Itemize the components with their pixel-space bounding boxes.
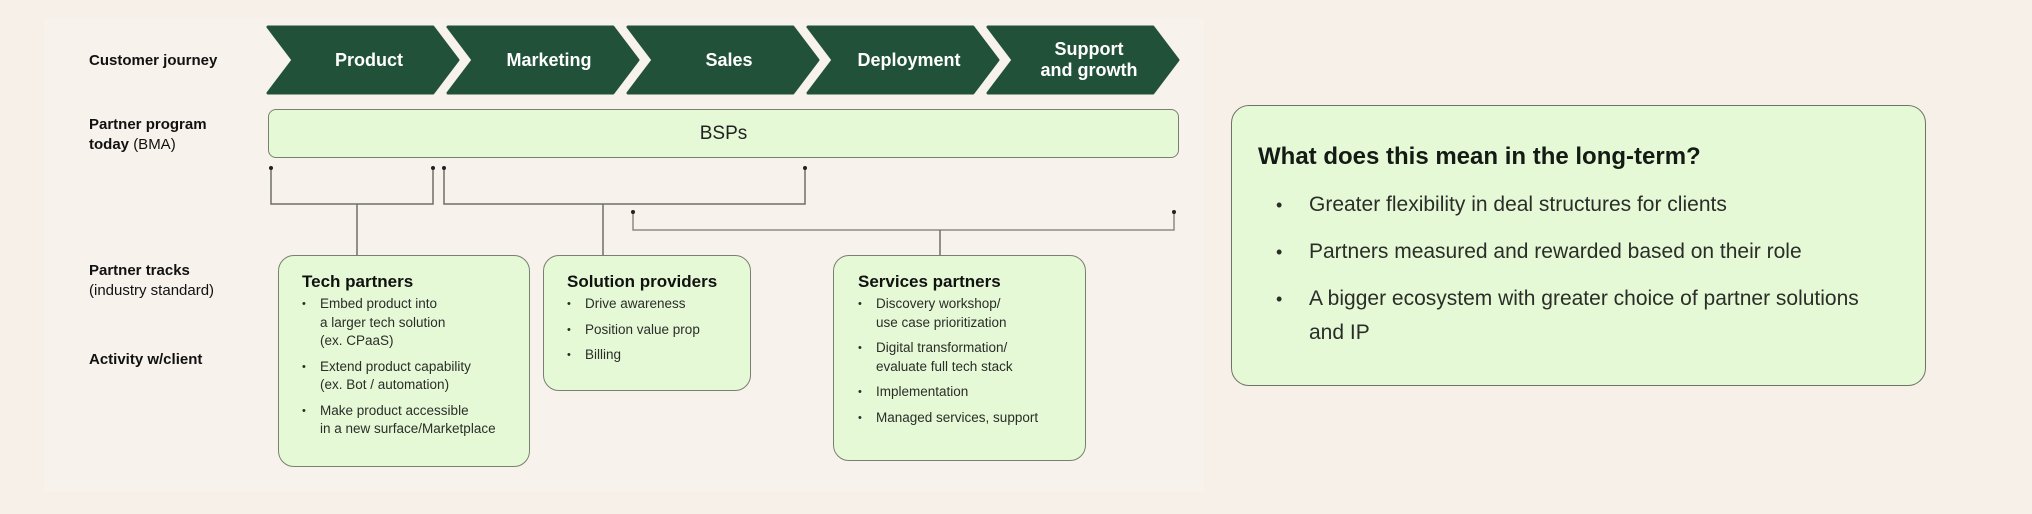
label-partner-program-today: today (89, 136, 130, 153)
partner-program-label: BSPs (699, 122, 748, 144)
journey-chevron-sales (626, 25, 820, 95)
label-activity-text: Activity w/client (89, 351, 203, 368)
track-solution-providers: Solution providers Drive awareness Posit… (543, 255, 751, 391)
insight-item: A bigger ecosystem with greater choice o… (1256, 282, 1869, 350)
track-item: Discovery workshop/ use case prioritizat… (858, 295, 1085, 332)
bracket-tech-partners (270, 168, 434, 205)
track-item: Managed services, support (858, 409, 1085, 428)
journey-chevron-support-and-growth (986, 25, 1180, 95)
track-item: Embed product into a larger tech solutio… (302, 295, 529, 351)
journey-stage-label: Marketing (506, 49, 592, 70)
label-partner-program: Partner program today (BMA) (89, 115, 207, 155)
track-title: Solution providers (567, 272, 718, 291)
journey-chevron-product (266, 25, 460, 95)
label-partner-tracks: Partner tracks (industry standard) (89, 261, 214, 301)
journey-stage-label: Sales (705, 49, 753, 70)
insight-item: Partners measured and rewarded based on … (1256, 235, 1869, 269)
bracket-dot (1172, 210, 1176, 214)
label-partner-tracks-sub: (industry standard) (89, 282, 215, 299)
track-title: Services partners (858, 272, 1001, 291)
bracket-dot (269, 166, 273, 170)
track-items: Drive awareness Position value prop Bill… (567, 295, 750, 365)
long-term-insight-panel: What does this mean in the long-term? Gr… (1231, 105, 1926, 386)
track-title: Tech partners (302, 272, 414, 291)
track-tech-partners: Tech partners Embed product into a large… (278, 255, 530, 467)
label-activity: Activity w/client (89, 350, 202, 370)
label-partner-program-bma: (BMA) (133, 136, 176, 153)
track-item: Implementation (858, 383, 1085, 402)
journey-chevron-marketing (446, 25, 640, 95)
connector-lines (269, 166, 1176, 255)
track-item: Extend product capability (ex. Bot / aut… (302, 358, 529, 395)
track-services-partners: Services partners Discovery workshop/ us… (833, 255, 1086, 461)
track-item: Drive awareness (567, 295, 750, 314)
track-item: Position value prop (567, 321, 750, 340)
label-partner-tracks-title: Partner tracks (89, 262, 190, 279)
journey-stage-label: Support and growth (1040, 39, 1138, 80)
bracket-dot (442, 166, 446, 170)
bracket-solution-providers (443, 168, 806, 205)
track-items: Discovery workshop/ use case prioritizat… (858, 295, 1085, 427)
track-items: Embed product into a larger tech solutio… (302, 295, 529, 439)
journey-chevrons (266, 25, 1180, 95)
label-customer-journey: Customer journey (89, 51, 217, 71)
track-item: Make product accessible in a new surface… (302, 402, 529, 439)
bracket-dot (803, 166, 807, 170)
journey-stage-label: Product (334, 49, 403, 70)
bracket-dot (631, 210, 635, 214)
track-item: Billing (567, 346, 750, 365)
partner-program-bar: BSPs (268, 109, 1179, 158)
track-item: Digital transformation/ evaluate full te… (858, 339, 1085, 376)
journey-chevron-deployment (806, 25, 1000, 95)
insight-title: What does this mean in the long-term? (1258, 143, 1701, 170)
insight-list: Greater flexibility in deal structures f… (1256, 188, 1925, 350)
label-customer-journey-text: Customer journey (89, 52, 218, 69)
label-partner-program-line1: Partner program (89, 116, 207, 133)
insight-item: Greater flexibility in deal structures f… (1256, 188, 1869, 222)
journey-stage-label: Deployment (857, 49, 961, 70)
bracket-services-partners (632, 212, 1175, 231)
bracket-dot (431, 166, 435, 170)
